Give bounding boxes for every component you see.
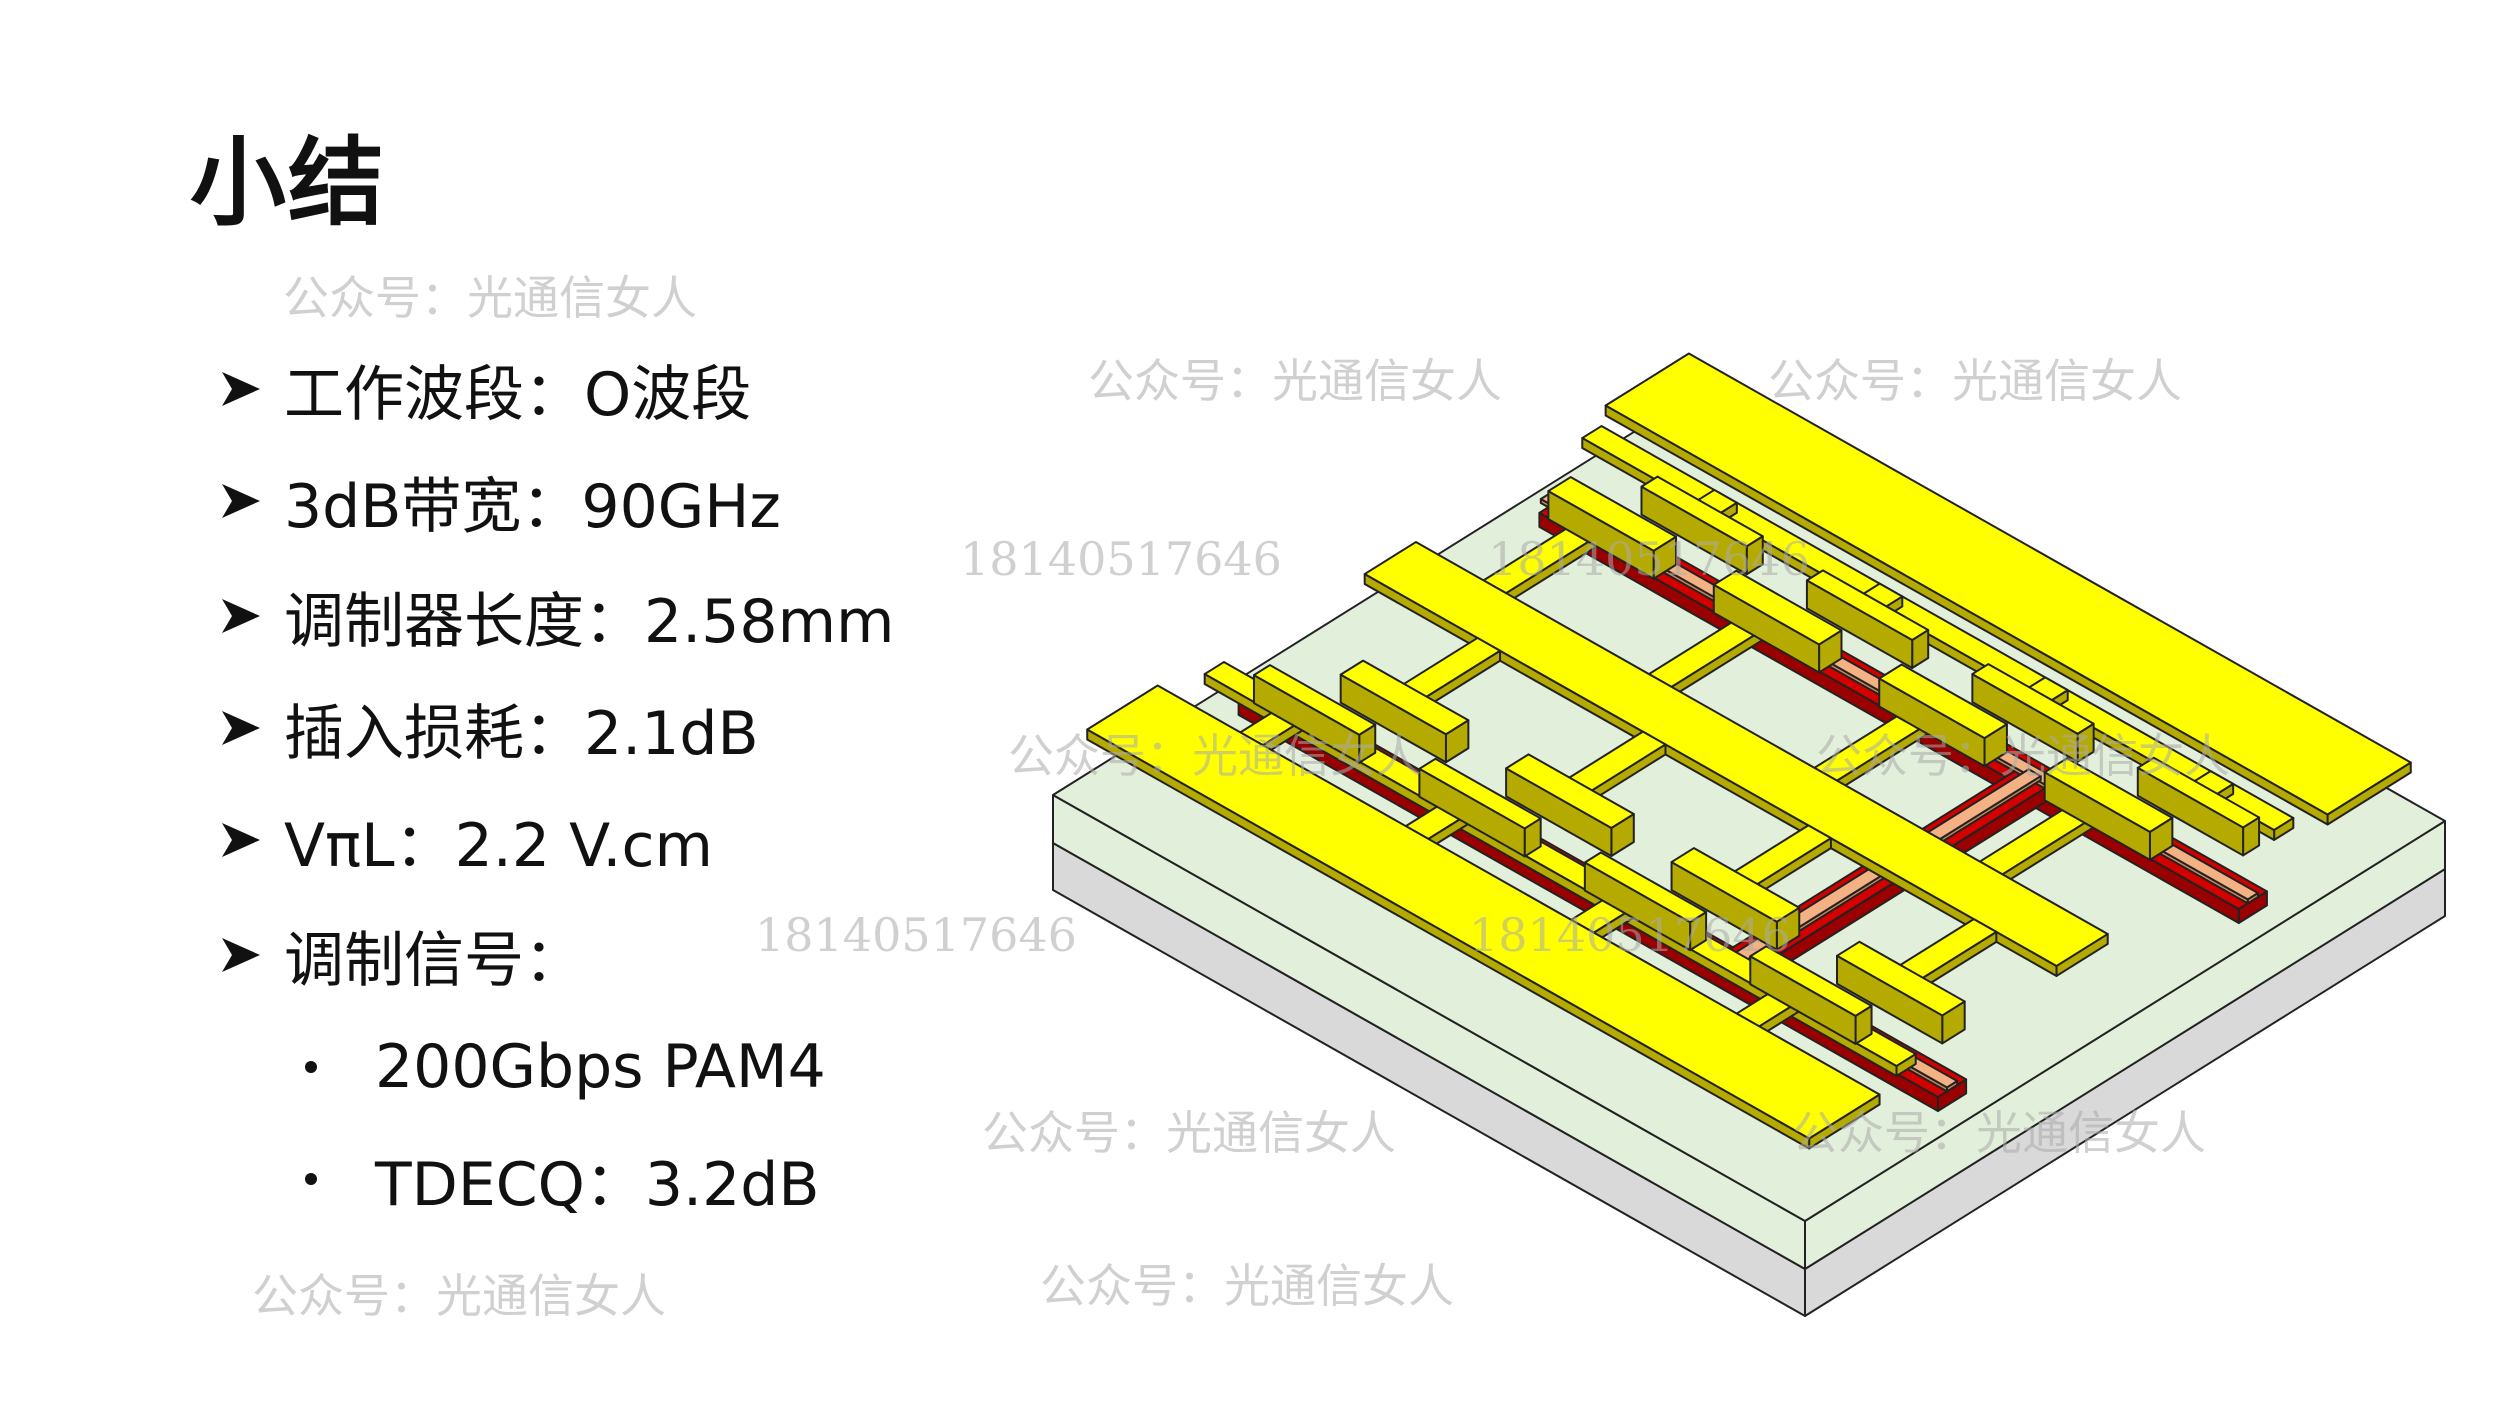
electrode-pad-top <box>2136 756 2261 829</box>
ground-electrode-top <box>1604 352 2412 816</box>
arrow-bullet-icon <box>222 938 260 972</box>
bullet-text: 3dB带宽：90GHz <box>284 471 781 542</box>
sub-bullet-text: 200Gbps PAM4 <box>375 1032 826 1102</box>
ground-electrode-top <box>1086 684 1881 1140</box>
arrow-bullet-icon <box>222 711 260 745</box>
bullet-text: VπL：2.2 V.cm <box>284 810 713 881</box>
bullet-item: 工作波段：O波段 <box>216 349 751 430</box>
electrode-pad-top <box>1418 757 1542 830</box>
electrode-pad-top <box>1583 851 1708 924</box>
bullet-text: 插入损耗：2.1dB <box>284 698 759 769</box>
sub-bullet-item: TDECQ：3.2dB <box>305 1139 820 1220</box>
slide-title: 小结 <box>190 127 386 239</box>
electrode-pad-top <box>1505 753 1635 829</box>
electrode-pad-top <box>1971 663 2095 735</box>
arrow-bullet-icon <box>222 372 260 406</box>
dot-bullet-icon <box>305 1173 317 1185</box>
bullet-text: 调制信号： <box>284 925 584 996</box>
bullet-item: 3dB带宽：90GHz <box>216 461 781 542</box>
arrow-bullet-icon <box>222 599 260 633</box>
arrow-bullet-icon <box>222 823 260 857</box>
electrode-pad-top <box>2043 757 2174 833</box>
sub-bullet-text: TDECQ：3.2dB <box>375 1149 820 1220</box>
bullet-item: 插入损耗：2.1dB <box>216 688 759 769</box>
electrode-pad-top <box>1640 475 1764 548</box>
electrode-pad-top <box>1712 569 1843 646</box>
bullet-text: 调制器长度：2.58mm <box>284 586 895 657</box>
electrode-pad-top <box>1878 663 2008 740</box>
dot-bullet-icon <box>305 1061 317 1073</box>
electrode-pad-top <box>1805 569 1930 641</box>
electrode-pad-top <box>1252 664 1377 736</box>
bullet-item: VπL：2.2 V.cm <box>216 800 713 881</box>
bullet-text: 工作波段：O波段 <box>284 359 752 430</box>
sub-bullet-item: 200Gbps PAM4 <box>305 1027 826 1107</box>
electrode-pad-top <box>1749 945 1873 1017</box>
electrode-pad-top <box>1836 940 1966 1017</box>
bullet-item: 调制器长度：2.58mm <box>216 576 895 657</box>
electrode-pad-top <box>1547 476 1678 552</box>
bullet-item: 调制信号： <box>216 915 584 996</box>
electrode-pad-top <box>1670 847 1801 923</box>
electrode-pad-top <box>1339 659 1470 736</box>
arrow-bullet-icon <box>222 484 260 518</box>
